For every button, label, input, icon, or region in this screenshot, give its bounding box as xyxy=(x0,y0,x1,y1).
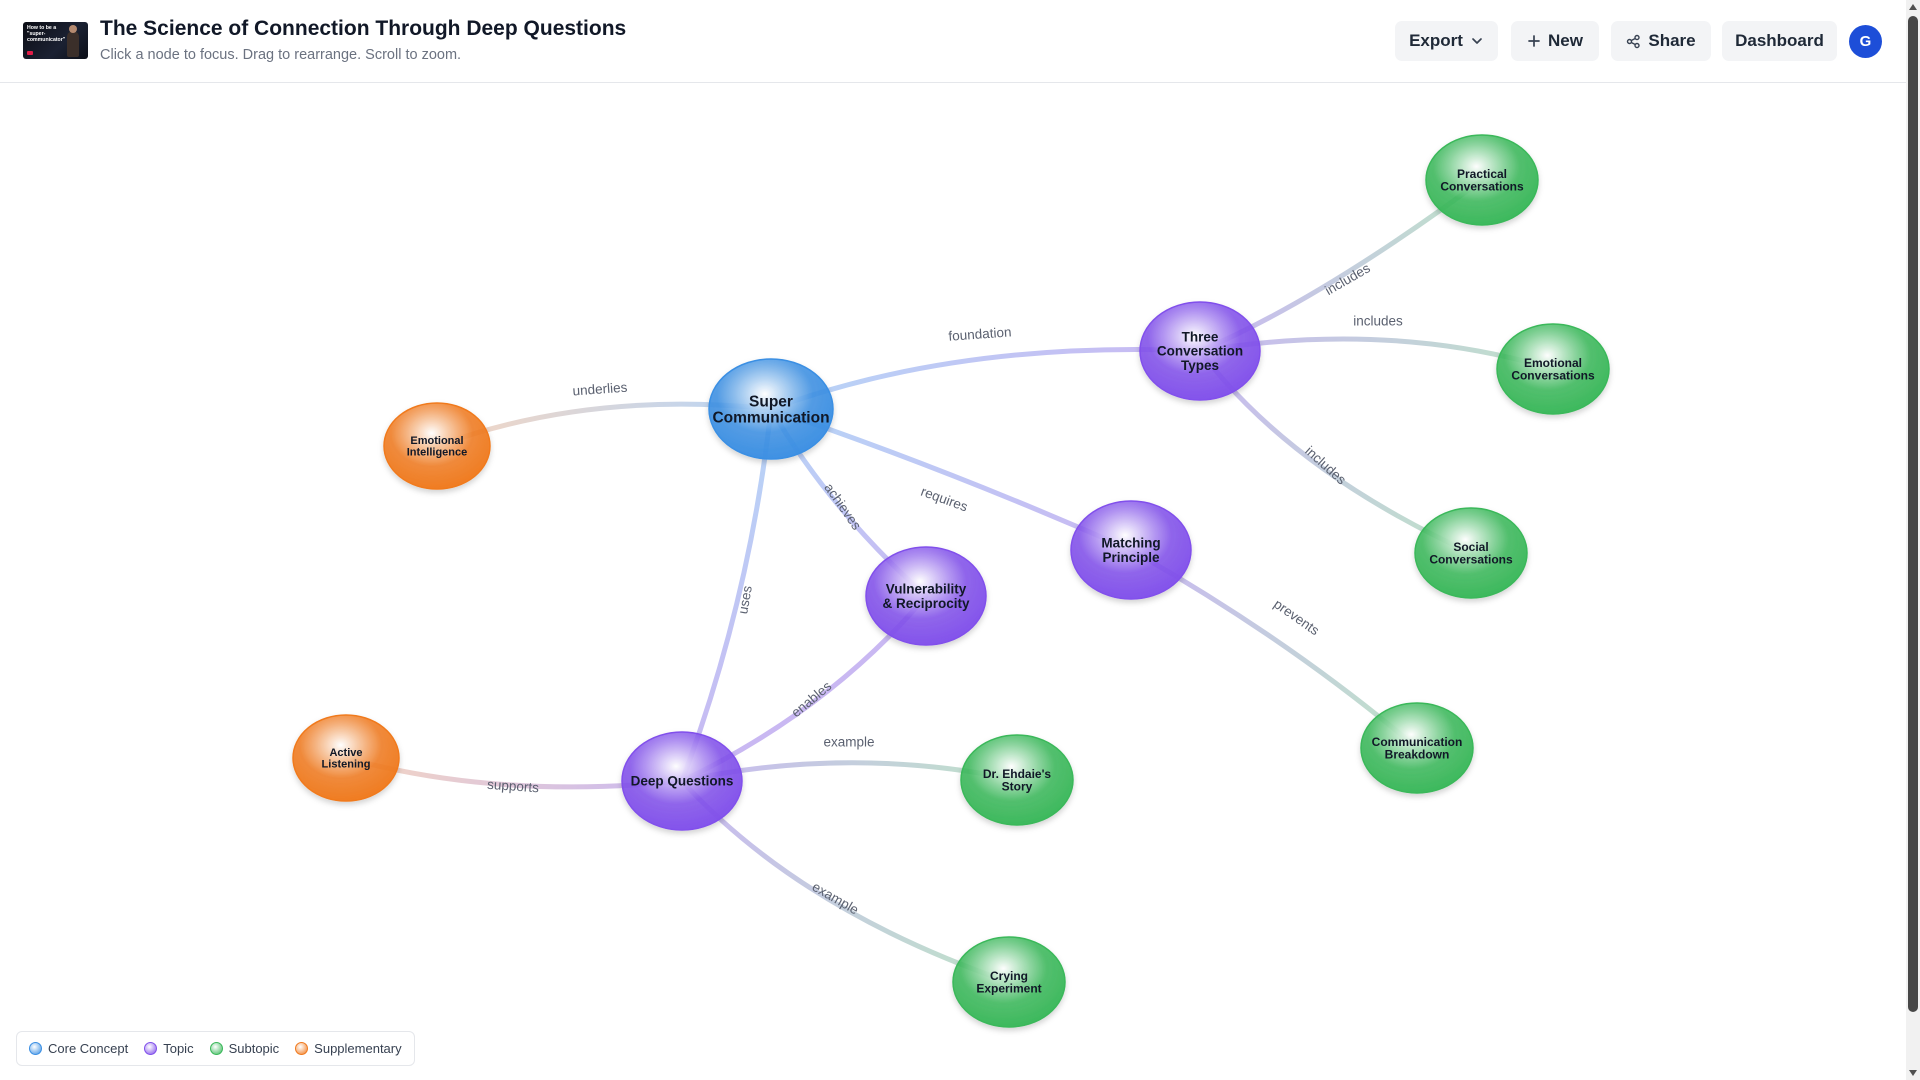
legend-label-core: Core Concept xyxy=(48,1041,129,1056)
new-button-label: New xyxy=(1548,31,1583,50)
node-shape-breakdown[interactable] xyxy=(1360,702,1474,794)
node-shape-crying[interactable] xyxy=(952,936,1066,1028)
node-shape-ehdaie[interactable] xyxy=(960,734,1074,826)
edge-label-listening-deep: supports xyxy=(487,777,540,796)
legend-dot-core xyxy=(29,1042,42,1055)
legend-label-supplementary: Supplementary xyxy=(314,1041,402,1056)
node-label-vuln: Vulnerability& Reciprocity xyxy=(882,582,970,611)
node-deep[interactable]: Deep Questions xyxy=(621,731,743,831)
scrollbar-thumb[interactable] xyxy=(1908,16,1918,1012)
edge-label-super-matching: requires xyxy=(919,484,970,515)
edge-label-three-practical: includes xyxy=(1322,260,1373,298)
legend-label-subtopic: Subtopic xyxy=(228,1041,280,1056)
node-vuln[interactable]: Vulnerability& Reciprocity xyxy=(865,546,987,646)
mind-map-graph[interactable]: foundation requires achieves uses underlies i… xyxy=(0,84,1906,1080)
legend-dot-subtopic xyxy=(209,1042,223,1055)
edge-label-deep-ehdaie: example xyxy=(823,735,874,750)
edge-label-three-social: includes xyxy=(1302,443,1349,487)
node-shape-vuln[interactable] xyxy=(865,546,987,646)
legend-item-topic: Topic xyxy=(144,1041,194,1056)
scroll-up-icon[interactable] xyxy=(1909,4,1917,10)
user-avatar[interactable]: G xyxy=(1849,25,1882,58)
video-thumbnail[interactable]: How to be a "super-communicator" xyxy=(23,22,88,59)
edge-label-matching-breakdown: prevents xyxy=(1271,596,1322,638)
edge-label-super-vuln: achieves xyxy=(821,480,864,532)
top-bar: How to be a "super-communicator" The Sci… xyxy=(0,0,1906,83)
legend-item-subtopic: Subtopic xyxy=(209,1041,280,1056)
share-icon xyxy=(1627,34,1641,48)
legend-label-topic: Topic xyxy=(163,1041,194,1056)
edge-label-deep-crying: example xyxy=(810,879,862,918)
chevron-down-icon xyxy=(1472,38,1482,44)
node-shape-emotional[interactable] xyxy=(1496,323,1610,415)
page-scrollbar[interactable] xyxy=(1906,0,1920,1080)
legend: Core Concept Topic Subtopic Supplementary xyxy=(16,1031,415,1066)
node-shape-matching[interactable] xyxy=(1070,500,1192,600)
page-subtitle: Click a node to focus. Drag to rearrange… xyxy=(100,47,462,63)
legend-item-core: Core Concept xyxy=(29,1041,128,1056)
share-button-label: Share xyxy=(1648,31,1696,50)
edge-super-three xyxy=(768,346,1203,412)
thumbnail-caption: How to be a "super-communicator" xyxy=(27,25,66,43)
node-shape-practical[interactable] xyxy=(1425,134,1539,226)
edge-deep-crying xyxy=(679,778,1012,985)
legend-dot-topic xyxy=(144,1042,158,1055)
node-shape-listening[interactable] xyxy=(292,714,400,802)
export-button[interactable]: Export xyxy=(1395,21,1498,61)
edge-label-ei-super: underlies xyxy=(572,380,628,399)
page-title: The Science of Connection Through Deep Q… xyxy=(100,17,627,40)
edge-label-super-deep: uses xyxy=(735,584,755,615)
node-label-deep: Deep Questions xyxy=(631,774,734,789)
edge-label-deep-vuln: enables xyxy=(788,678,834,720)
dashboard-button-label: Dashboard xyxy=(1735,31,1824,50)
node-shape-three[interactable] xyxy=(1139,301,1261,401)
export-button-label: Export xyxy=(1409,31,1463,50)
mind-map-canvas[interactable]: foundation requires achieves uses underlies i… xyxy=(0,84,1906,1080)
node-shape-super[interactable] xyxy=(708,358,834,460)
node-shape-deep[interactable] xyxy=(621,731,743,831)
dashboard-button[interactable]: Dashboard xyxy=(1722,21,1837,61)
node-shape-ei[interactable] xyxy=(383,402,491,490)
thumbnail-person xyxy=(67,25,79,57)
node-shape-social[interactable] xyxy=(1414,507,1528,599)
share-button[interactable]: Share xyxy=(1611,21,1711,61)
edge-super-deep xyxy=(679,406,774,784)
legend-dot-supplementary xyxy=(295,1042,309,1055)
legend-item-supplementary: Supplementary xyxy=(295,1041,402,1056)
thumbnail-play-badge xyxy=(27,51,33,55)
scroll-down-icon[interactable] xyxy=(1909,1070,1917,1076)
edge-label-three-emotional: includes xyxy=(1353,314,1403,329)
edge-label-super-three: foundation xyxy=(948,324,1012,343)
new-button[interactable]: New xyxy=(1511,21,1599,61)
plus-icon xyxy=(1528,35,1540,47)
